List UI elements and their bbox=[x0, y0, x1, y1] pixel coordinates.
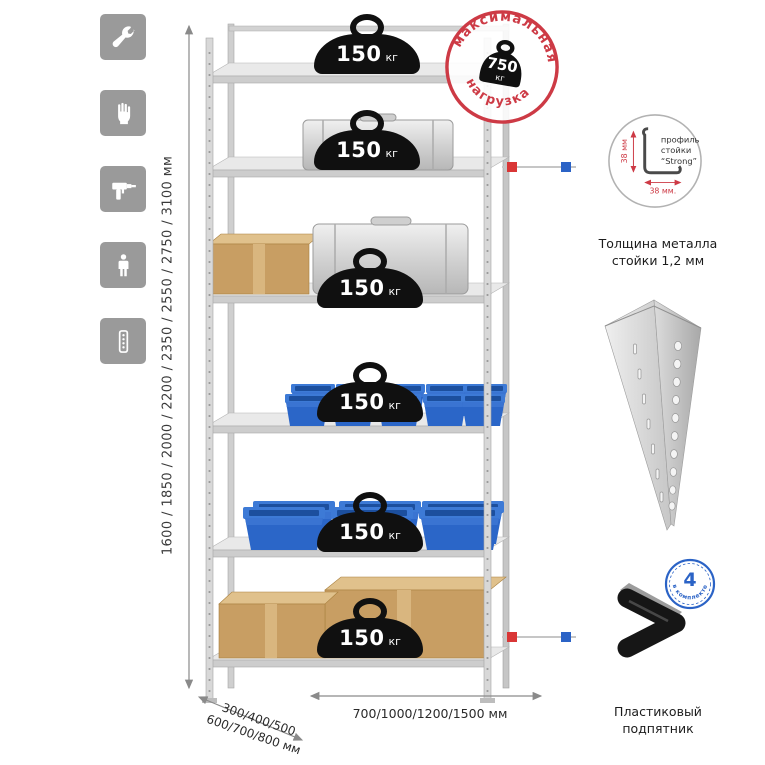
back-left-post bbox=[227, 23, 235, 689]
foot-caption: Пластиковый подпятник bbox=[583, 704, 733, 738]
load-unit: кг bbox=[385, 51, 398, 64]
shelf-load-badge: 150 кг bbox=[315, 248, 425, 308]
wrench-icon bbox=[100, 14, 146, 60]
kit-count-value: 4 bbox=[683, 569, 696, 591]
load-value: 150 bbox=[336, 138, 382, 162]
red-marker bbox=[507, 162, 517, 172]
load-unit: кг bbox=[388, 399, 401, 412]
shelf-load-badge: 150 кг bbox=[315, 598, 425, 658]
max-load-stamp: максимальная нагрузка 750 кг bbox=[445, 1, 567, 124]
shelf-load-badge: 150 кг bbox=[312, 14, 422, 74]
load-value: 150 bbox=[339, 626, 385, 650]
load-value: 150 bbox=[339, 520, 385, 544]
load-value: 150 bbox=[339, 390, 385, 414]
shelf-load-badge: 150 кг bbox=[315, 362, 425, 422]
stamp-value: 750 bbox=[486, 54, 519, 76]
height-dimension-label: 1600 / 1850 / 2000 / 2200 / 2350 / 2550 … bbox=[160, 155, 176, 556]
profile-caption: Толщина металла стойки 1,2 мм bbox=[583, 236, 733, 270]
weight-icon: 150 кг bbox=[314, 130, 420, 170]
load-value: 150 bbox=[339, 276, 385, 300]
weight-icon: 150 кг bbox=[317, 512, 423, 552]
height-dimension-line bbox=[184, 24, 194, 690]
rack-post-icon bbox=[100, 318, 146, 364]
connector-line bbox=[502, 636, 576, 638]
foot-caption-line2: подпятник bbox=[622, 720, 694, 736]
load-unit: кг bbox=[388, 635, 401, 648]
profile-detail-circle: 38 мм 38 мм. профиль стойки “Strong” bbox=[608, 114, 702, 208]
perforated-post-image bbox=[604, 299, 702, 531]
cardboard-box bbox=[208, 233, 322, 295]
red-marker bbox=[507, 632, 517, 642]
shelf-load-badge: 150 кг bbox=[315, 492, 425, 552]
profile-dim-width: 38 мм. bbox=[649, 186, 676, 195]
profile-dim-height: 38 мм bbox=[620, 139, 629, 163]
load-unit: кг bbox=[388, 285, 401, 298]
connector-line bbox=[502, 166, 576, 168]
weight-icon: 150 кг bbox=[314, 34, 420, 74]
depth-dimension-line bbox=[197, 696, 304, 741]
profile-caption-line1: Толщина металла bbox=[598, 236, 718, 251]
load-unit: кг bbox=[388, 529, 401, 542]
load-unit: кг bbox=[385, 147, 398, 160]
cardboard-box bbox=[218, 591, 339, 659]
glove-icon-glyph bbox=[117, 102, 130, 124]
profile-label-line2: стойки bbox=[661, 145, 691, 155]
weight-icon: 150 кг bbox=[317, 382, 423, 422]
width-dimension-label: 700/1000/1200/1500 мм bbox=[352, 706, 508, 721]
profile-cross-section bbox=[642, 127, 682, 175]
person-icon bbox=[100, 242, 146, 288]
stamp-unit: кг bbox=[495, 72, 506, 83]
foot-caption-line1: Пластиковый bbox=[614, 704, 702, 719]
profile-label-line1: профиль bbox=[661, 134, 700, 144]
front-left-post bbox=[202, 37, 217, 703]
drill-icon bbox=[100, 166, 146, 212]
wrench-icon-glyph bbox=[112, 25, 135, 47]
weight-icon: 150 кг bbox=[317, 618, 423, 658]
stamp-weight-icon bbox=[479, 51, 522, 88]
profile-caption-line2: стойки 1,2 мм bbox=[611, 252, 705, 268]
post-perforations bbox=[633, 341, 682, 511]
drill-icon-glyph bbox=[111, 182, 136, 200]
kit-count-badge: 4 в комплекте bbox=[664, 558, 716, 610]
load-value: 150 bbox=[336, 42, 382, 66]
shelf-load-badge: 150 кг bbox=[312, 110, 422, 170]
person-icon-glyph bbox=[118, 253, 128, 276]
plastic-foot-image bbox=[617, 583, 686, 658]
width-dimension-line bbox=[309, 691, 543, 701]
blue-marker bbox=[561, 162, 571, 172]
glove-icon bbox=[100, 90, 146, 136]
rack-post-icon-glyph bbox=[118, 329, 128, 353]
shelving-rack bbox=[202, 23, 511, 703]
weight-icon: 150 кг bbox=[317, 268, 423, 308]
blue-marker bbox=[561, 632, 571, 642]
profile-label-line3: “Strong” bbox=[661, 156, 697, 166]
